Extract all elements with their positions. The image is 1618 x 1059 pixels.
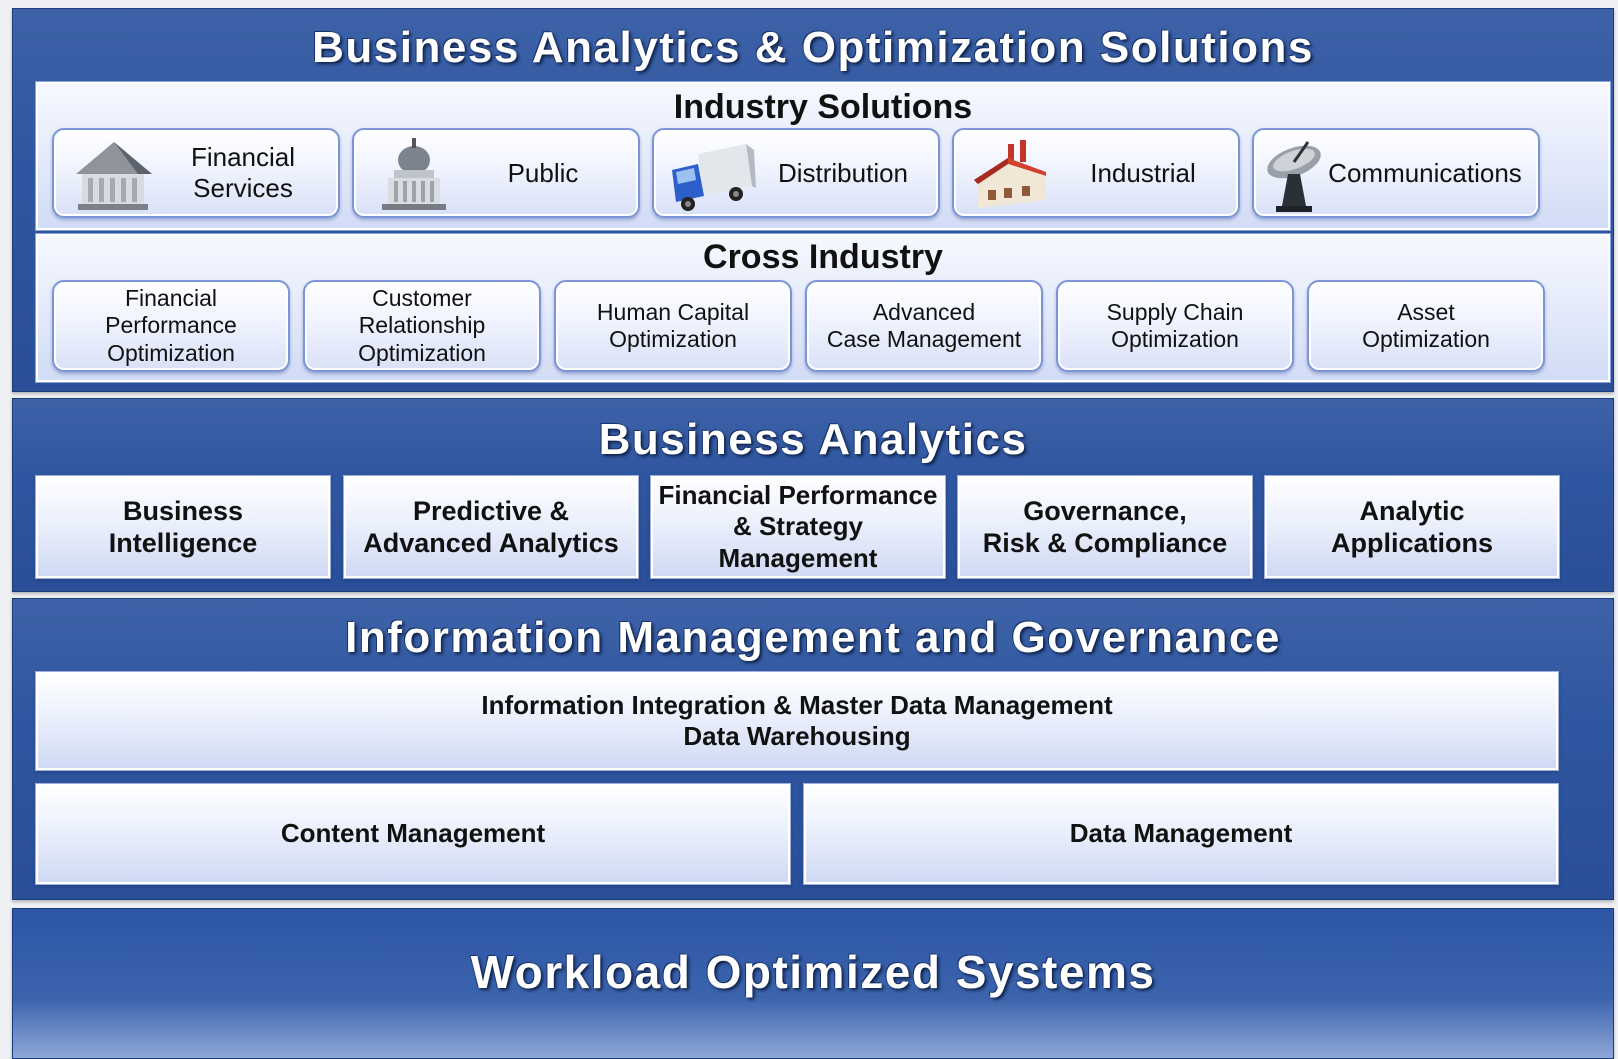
information-integration-box[interactable]: Information Integration & Master Data Ma… [35, 671, 1559, 771]
industry-label-financial-services: Financial Services [190, 142, 296, 203]
industry-label-industrial: Industrial [1090, 157, 1196, 188]
factory-icon [968, 136, 1060, 216]
business-analytics-band: Business Analytics Business Intelligence… [12, 398, 1614, 592]
information-management-band: Information Management and Governance In… [12, 598, 1614, 900]
analytics-box-governance[interactable]: Governance, Risk & Compliance [957, 475, 1253, 579]
industry-tile-public[interactable]: Public [352, 128, 640, 218]
data-management-label: Data Management [1069, 818, 1293, 849]
analytics-label-analytic-applications: Analytic Applications [1330, 495, 1493, 558]
cross-tile-financial-performance[interactable]: Financial Performance Optimization [52, 280, 290, 372]
cross-tile-customer-relationship[interactable]: Customer Relationship Optimization [303, 280, 541, 372]
cross-tile-supply-chain[interactable]: Supply Chain Optimization [1056, 280, 1294, 372]
analytics-box-business-intelligence[interactable]: Business Intelligence [35, 475, 331, 579]
analytics-box-financial-performance[interactable]: Financial Performance & Strategy Managem… [650, 475, 946, 579]
industry-label-communications: Communications [1328, 157, 1522, 188]
cross-tile-asset-optimization[interactable]: Asset Optimization [1307, 280, 1545, 372]
cross-tile-case-management[interactable]: Advanced Case Management [805, 280, 1043, 372]
industry-tile-financial-services[interactable]: Financial Services [52, 128, 340, 218]
information-integration-label: Information Integration & Master Data Ma… [481, 689, 1113, 751]
cross-label-asset-optimization: Asset Optimization [1362, 298, 1490, 352]
cross-tile-human-capital[interactable]: Human Capital Optimization [554, 280, 792, 372]
workload-optimized-title: Workload Optimized Systems [470, 946, 1156, 998]
bank-icon [68, 136, 160, 216]
analytics-label-business-intelligence: Business Intelligence [108, 495, 258, 558]
information-management-title: Information Management and Governance [345, 613, 1281, 662]
cross-label-case-management: Advanced Case Management [826, 298, 1022, 352]
industry-label-distribution: Distribution [777, 157, 909, 188]
cross-label-customer-relationship: Customer Relationship Optimization [358, 285, 486, 366]
data-management-box[interactable]: Data Management [803, 783, 1559, 885]
solutions-band: Business Analytics & Optimization Soluti… [12, 8, 1614, 392]
analytics-box-predictive[interactable]: Predictive & Advanced Analytics [343, 475, 639, 579]
cross-industry-panel: Cross Industry Financial Performance Opt… [35, 233, 1611, 383]
business-analytics-title: Business Analytics [598, 415, 1028, 464]
workload-optimized-band: Workload Optimized Systems [12, 908, 1614, 1059]
solutions-title: Business Analytics & Optimization Soluti… [312, 23, 1314, 72]
cross-label-supply-chain: Supply Chain Optimization [1106, 298, 1244, 352]
content-management-box[interactable]: Content Management [35, 783, 791, 885]
cross-label-human-capital: Human Capital Optimization [596, 298, 750, 352]
industry-tile-industrial[interactable]: Industrial [952, 128, 1240, 218]
analytics-label-financial-performance: Financial Performance & Strategy Managem… [658, 480, 938, 573]
cross-industry-title: Cross Industry [703, 238, 943, 276]
analytics-label-governance: Governance, Risk & Compliance [982, 495, 1228, 558]
industry-tile-communications[interactable]: Communications [1252, 128, 1540, 218]
cross-label-financial-performance: Financial Performance Optimization [105, 285, 237, 366]
analytics-label-predictive: Predictive & Advanced Analytics [363, 495, 619, 558]
industry-solutions-title: Industry Solutions [673, 88, 973, 126]
content-management-label: Content Management [280, 818, 546, 849]
industry-solutions-panel: Industry Solutions Financial Services [35, 81, 1611, 231]
delivery-truck-icon [668, 136, 760, 216]
industry-label-public: Public [507, 157, 579, 188]
analytics-box-analytic-applications[interactable]: Analytic Applications [1264, 475, 1560, 579]
government-building-icon [368, 136, 460, 216]
satellite-dish-icon [1260, 136, 1330, 216]
industry-tile-distribution[interactable]: Distribution [652, 128, 940, 218]
